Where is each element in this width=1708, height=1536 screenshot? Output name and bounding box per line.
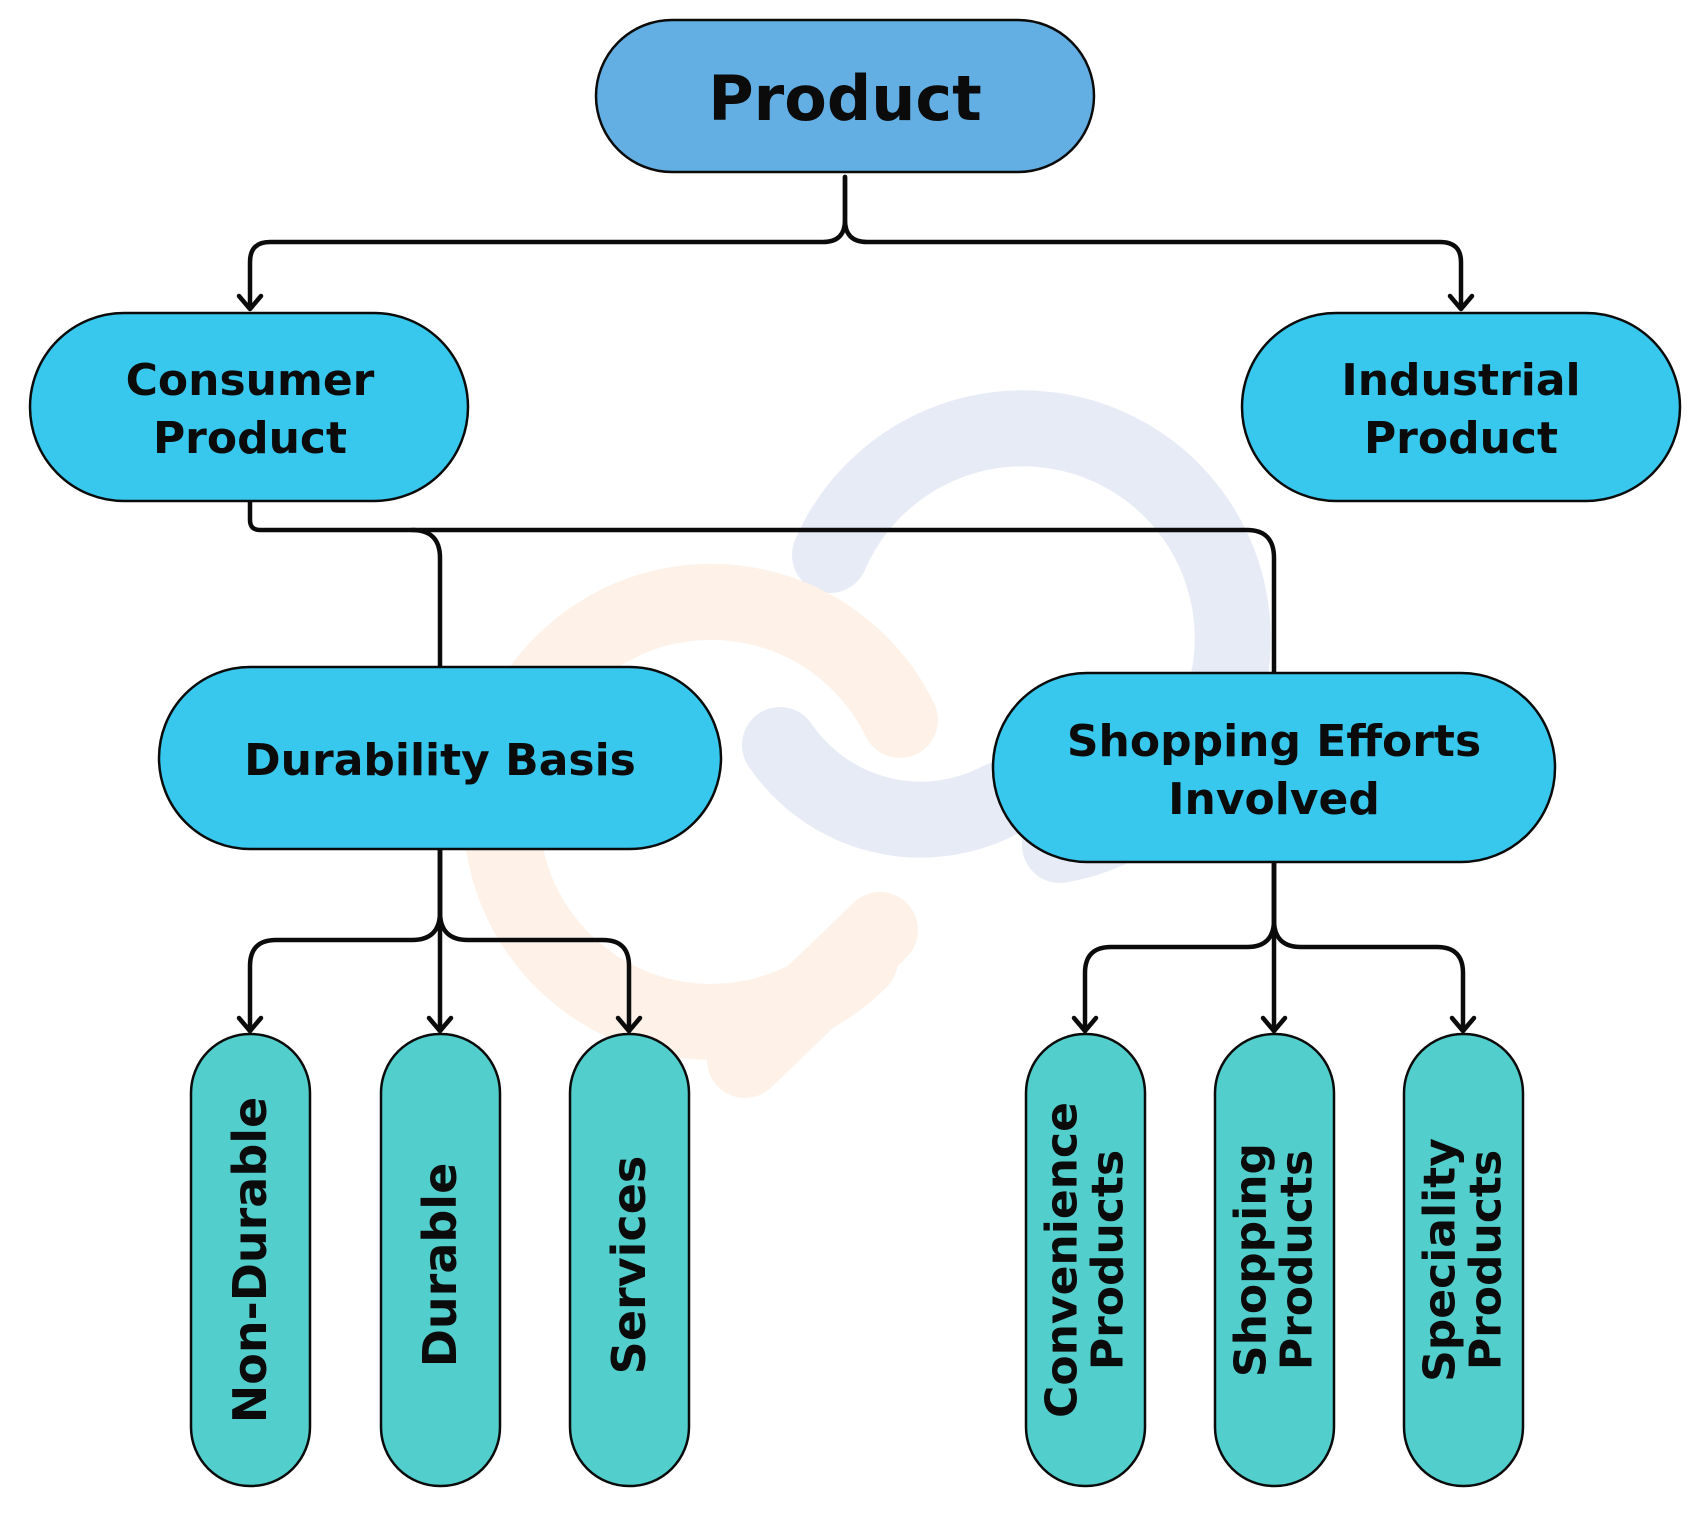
leaf-speciality-line1: Speciality bbox=[1415, 1138, 1466, 1382]
leaf-convenience-line1: Convenience bbox=[1037, 1102, 1088, 1418]
leaf-services: Services bbox=[568, 1032, 691, 1488]
leaf-convenience-products: Convenience Products bbox=[1024, 1032, 1147, 1488]
connector-product-to-categories bbox=[236, 174, 1475, 312]
node-consumer-line2: Product bbox=[153, 413, 347, 464]
node-consumer-line1: Consumer bbox=[126, 355, 375, 406]
leaf-convenience-line2: Products bbox=[1083, 1150, 1134, 1370]
node-shopping-efforts-line1: Shopping Efforts bbox=[1067, 716, 1481, 767]
node-durability-label: Durability Basis bbox=[244, 735, 636, 786]
leaf-non-durable: Non-Durable bbox=[189, 1032, 312, 1488]
leaf-non-durable-label: Non-Durable bbox=[223, 1097, 277, 1424]
leaf-durable: Durable bbox=[379, 1032, 502, 1488]
leaf-shopping-line1: Shopping bbox=[1226, 1143, 1277, 1377]
node-shopping-efforts: Shopping Efforts Involved bbox=[991, 671, 1557, 864]
leaf-speciality-line2: Products bbox=[1461, 1150, 1512, 1370]
node-industrial-product: Industrial Product bbox=[1240, 311, 1682, 503]
node-industrial-line2: Product bbox=[1364, 413, 1558, 464]
node-industrial-line1: Industrial bbox=[1341, 355, 1580, 406]
connector-shopping-to-types bbox=[1071, 860, 1477, 1034]
node-product: Product bbox=[594, 18, 1096, 174]
node-shopping-efforts-line2: Involved bbox=[1168, 774, 1380, 825]
node-product-label: Product bbox=[708, 62, 982, 135]
node-consumer-product: Consumer Product bbox=[28, 311, 470, 503]
leaf-services-label: Services bbox=[602, 1156, 656, 1375]
node-durability-basis: Durability Basis bbox=[157, 665, 723, 851]
connector-consumer-to-bases bbox=[247, 499, 1277, 675]
leaf-shopping-line2: Products bbox=[1272, 1150, 1323, 1370]
connector-durability-to-types bbox=[236, 847, 643, 1034]
leaf-shopping-products: Shopping Products bbox=[1213, 1032, 1336, 1488]
leaf-durable-label: Durable bbox=[413, 1163, 467, 1368]
leaf-speciality-products: Speciality Products bbox=[1402, 1032, 1525, 1488]
